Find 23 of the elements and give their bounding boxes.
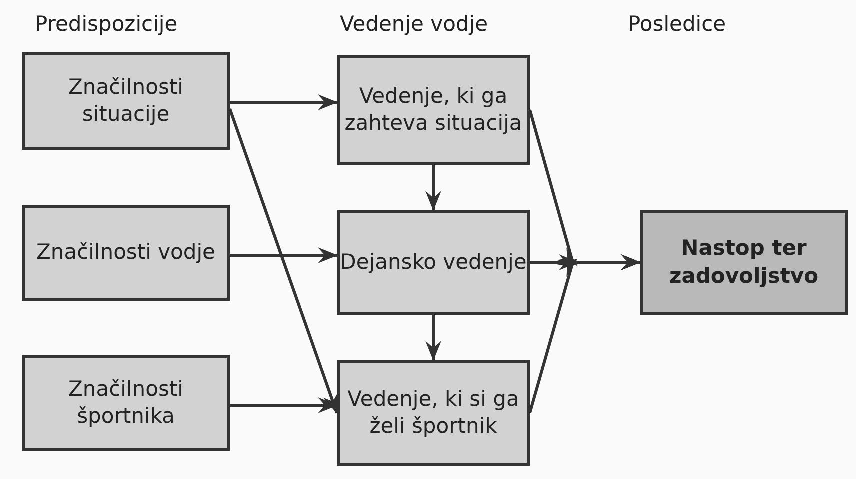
arrow bbox=[230, 248, 338, 264]
box-text: Značilnosti vodje bbox=[36, 239, 216, 266]
arrow bbox=[230, 94, 338, 110]
arrow bbox=[528, 254, 640, 414]
process-box bbox=[337, 360, 530, 466]
box-text: Nastop ter zadovoljstvo bbox=[668, 235, 820, 290]
box-text: Vedenje, ki si ga želi športnik bbox=[346, 386, 520, 440]
box-text: Značilnosti situacije bbox=[68, 74, 184, 128]
process-box bbox=[337, 55, 530, 165]
process-box bbox=[22, 52, 230, 150]
box-text: Značilnosti športnika bbox=[68, 376, 184, 430]
box-text: Vedenje, ki ga zahteva situacija bbox=[344, 82, 524, 137]
box-text: Dejansko vedenje bbox=[340, 248, 527, 276]
process-box bbox=[640, 210, 848, 315]
column-heading: Vedenje vodje bbox=[340, 12, 488, 36]
column-heading: Posledice bbox=[628, 12, 726, 36]
arrow bbox=[426, 165, 442, 211]
arrow bbox=[426, 315, 442, 361]
process-box bbox=[22, 205, 230, 301]
column-heading: Predispozicije bbox=[35, 12, 178, 36]
process-box bbox=[22, 355, 230, 451]
arrow bbox=[228, 108, 338, 414]
process-box bbox=[337, 210, 530, 315]
